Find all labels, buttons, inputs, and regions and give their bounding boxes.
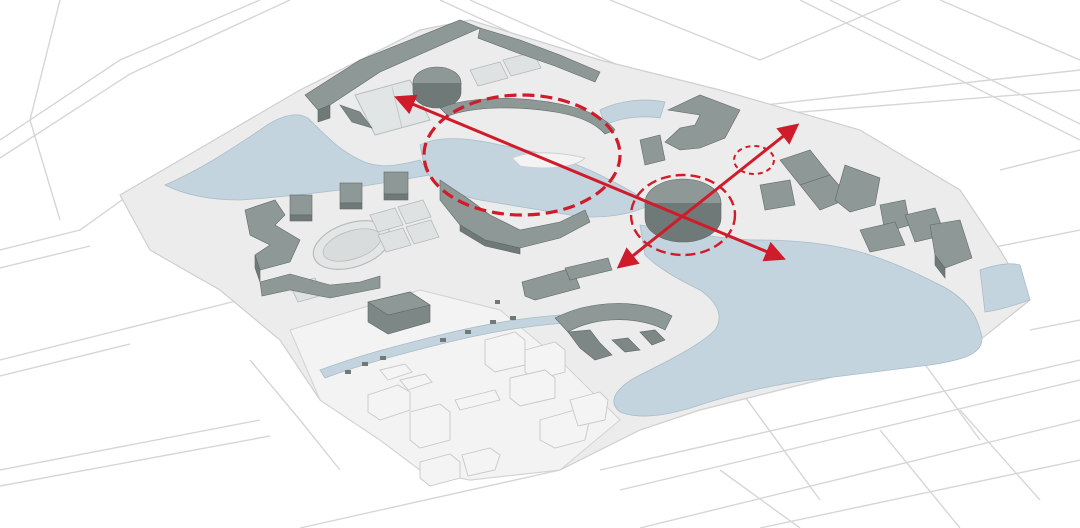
northwest-housing (304, 19, 601, 129)
east-lake (613, 224, 983, 417)
existing-buildings (367, 331, 609, 487)
south-blocks (521, 257, 613, 301)
small-kiosks (345, 300, 516, 374)
domed-hall (412, 66, 462, 109)
central-rotunda (644, 178, 722, 243)
crescent-housing (554, 303, 673, 361)
running-track-west (312, 220, 392, 270)
cross-axis (616, 123, 800, 269)
east-channel (979, 263, 1031, 313)
spatial-axes-annotation (394, 93, 800, 269)
west-cluster (244, 171, 431, 335)
